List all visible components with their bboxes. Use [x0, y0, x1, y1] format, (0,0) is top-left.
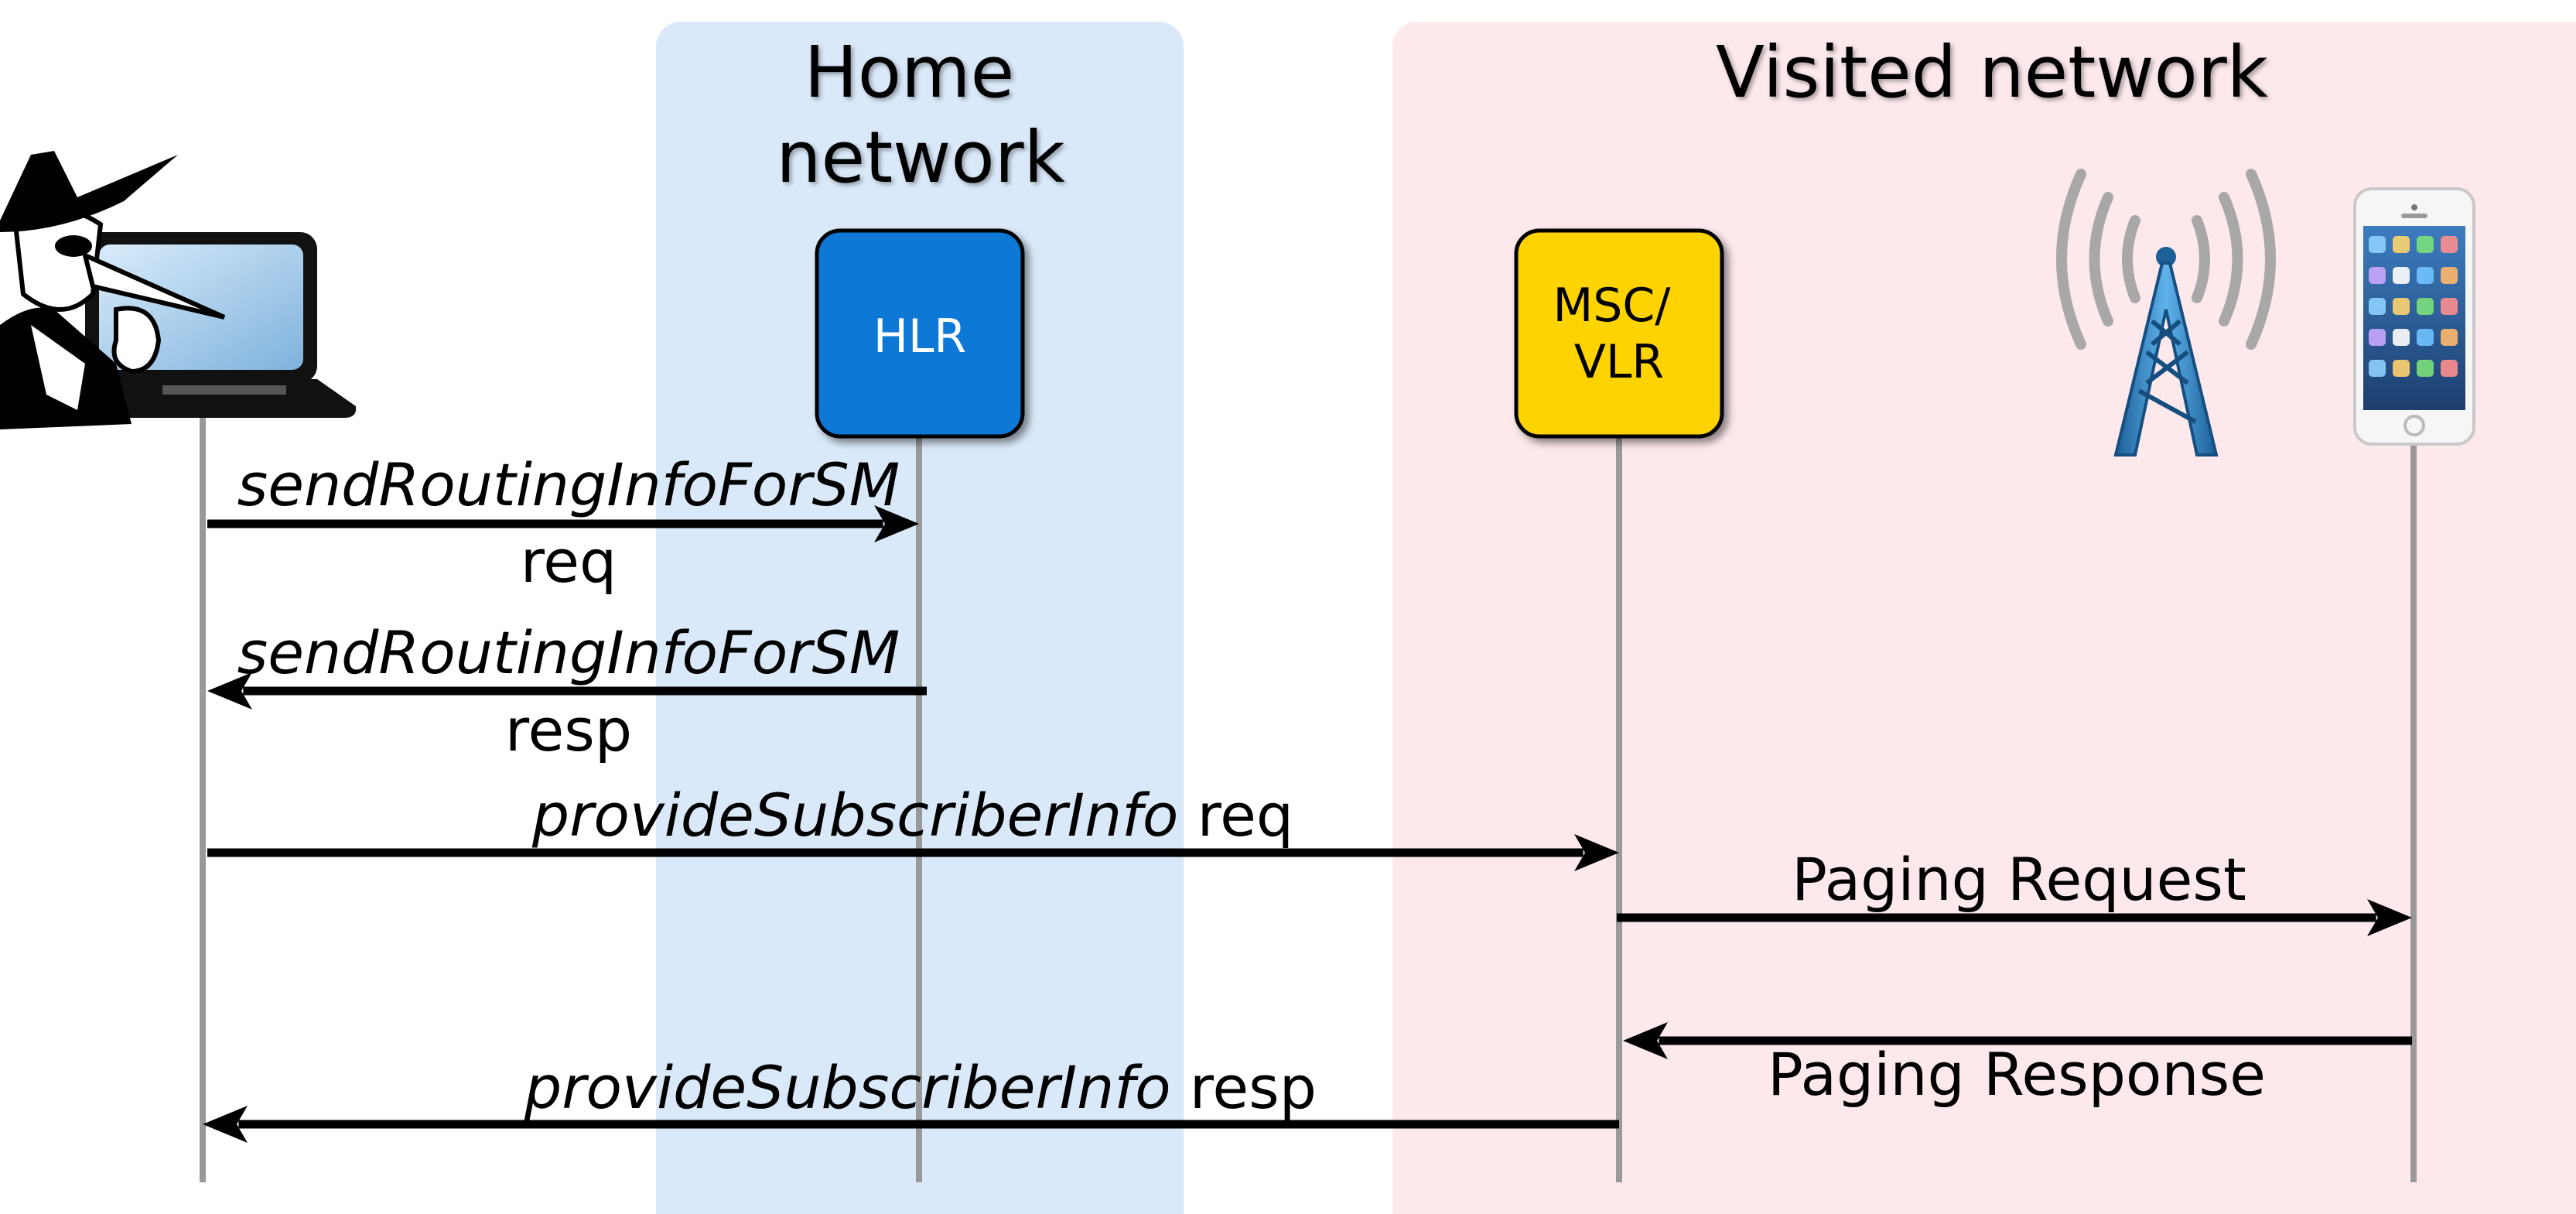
phone-app-icon [2441, 236, 2458, 253]
message-sri-req: sendRoutingInfoForSM req [237, 450, 900, 596]
phone-app-icon [2393, 298, 2410, 315]
msc-vlr-label: MSC/ VLR [1553, 279, 1685, 389]
msc-vlr-box [1514, 228, 1724, 439]
psi-req-arrow [207, 834, 1619, 871]
sri-req-name: sendRoutingInfoForSM [237, 450, 900, 519]
psi-resp-arrow-head [203, 1106, 248, 1143]
sri-resp-arrow-head [207, 672, 252, 710]
home-network-title-line1: Home [805, 31, 1015, 114]
msc-vlr-label-line1: MSC/ [1553, 279, 1671, 333]
spy-laptop-icon [0, 151, 357, 429]
phone-app-icon [2417, 360, 2434, 377]
sri-resp-arrow [207, 672, 927, 710]
phone-app-icon [2369, 360, 2386, 377]
phone-app-icon [2417, 298, 2434, 315]
sri-req-suffix: req [521, 527, 617, 596]
sri-req-label: sendRoutingInfoForSM [237, 450, 900, 519]
message-psi-req: provideSubscriberInfo req [531, 781, 1293, 850]
psi-req-arrow-head [1574, 834, 1619, 871]
paging-response-label: Paging Response [1768, 1040, 2266, 1109]
paging-req-arrow-head [2367, 899, 2412, 936]
sri-resp-label: sendRoutingInfoForSM [237, 618, 900, 687]
phone-app-icon [2393, 267, 2410, 284]
phone-app-icon [2369, 298, 2386, 315]
hlr-label: HLR [873, 309, 966, 364]
phone-app-icon [2441, 360, 2458, 377]
psi-resp-label: provideSubscriberInfo resp [524, 1053, 1317, 1122]
home-network-title: Home network [776, 31, 1065, 199]
phone-app-icon [2417, 236, 2434, 253]
sri-resp-name: sendRoutingInfoForSM [237, 618, 900, 687]
hlr-box [815, 228, 1025, 439]
phone-app-icon [2369, 329, 2386, 346]
message-paging-resp: Paging Response [1768, 1040, 2266, 1109]
phone-app-icon [2393, 329, 2410, 346]
phone-app-icon [2441, 329, 2458, 346]
psi-resp-name: provideSubscriberInfo [524, 1053, 1171, 1122]
phone-app-icon [2441, 267, 2458, 284]
phone-app-icon [2369, 267, 2386, 284]
sri-req-arrow-head [874, 505, 919, 542]
phone-app-icon [2393, 360, 2410, 377]
psi-req-label: provideSubscriberInfo req [531, 781, 1293, 850]
visited-network-title: Visited network [1716, 31, 2269, 114]
psi-resp-suffix: resp [1190, 1053, 1317, 1122]
psi-resp-arrow [203, 1106, 1619, 1143]
smartphone-icon [2353, 187, 2475, 446]
phone-app-icon [2441, 298, 2458, 315]
phone-app-icon [2417, 267, 2434, 284]
psi-req-name: provideSubscriberInfo [531, 781, 1179, 850]
message-psi-resp: provideSubscriberInfo resp [524, 1053, 1317, 1122]
message-paging-req: Paging Request [1792, 845, 2246, 914]
paging-resp-arrow-head [1623, 1022, 1668, 1059]
phone-app-icon [2417, 329, 2434, 346]
psi-req-suffix: req [1197, 781, 1294, 850]
paging-request-label: Paging Request [1792, 845, 2246, 914]
phone-app-icon [2393, 236, 2410, 253]
paging-req-arrow [1617, 899, 2412, 936]
msc-vlr-label-line2: VLR [1574, 335, 1664, 389]
home-network-title-line2: network [776, 116, 1065, 199]
sri-resp-suffix: resp [505, 696, 632, 764]
sri-req-arrow [207, 505, 919, 542]
phone-app-icon [2369, 236, 2386, 253]
hlr-node: HLR [815, 228, 1025, 439]
msc-vlr-node: MSC/ VLR [1514, 228, 1724, 439]
cell-tower-icon [2056, 169, 2276, 457]
paging-resp-arrow [1623, 1022, 2412, 1059]
message-sri-resp: sendRoutingInfoForSM resp [237, 618, 900, 764]
